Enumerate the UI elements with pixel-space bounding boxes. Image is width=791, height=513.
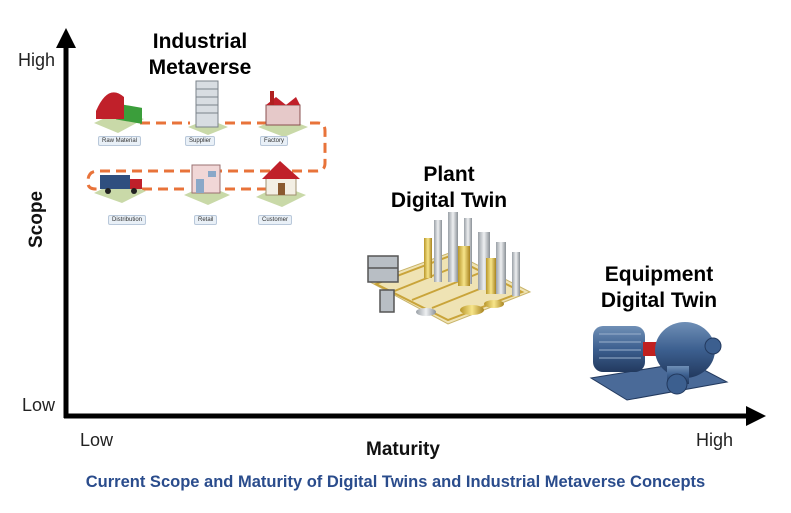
plant-left-structure <box>367 255 399 313</box>
plant-tanks <box>416 300 504 316</box>
y-axis-arrow <box>56 28 76 48</box>
pump-illustration <box>589 322 729 401</box>
x-axis-low-label: Low <box>80 430 114 450</box>
chain-node-distribution: Distribution <box>108 215 147 225</box>
supplier-icon <box>188 80 228 135</box>
plant-digital-twin-line2: Digital Twin <box>390 189 508 212</box>
pump-casing <box>655 322 722 395</box>
customer-icon <box>256 161 306 207</box>
chain-node-raw-material: Raw Material <box>98 136 142 146</box>
plant-digital-twin-title: Plant Digital Twin <box>374 162 524 214</box>
equipment-digital-twin-line2: Digital Twin <box>600 289 718 312</box>
factory-icon <box>258 91 308 137</box>
chain-node-supplier: Supplier <box>185 136 216 146</box>
pump-coupling <box>643 342 659 356</box>
industrial-metaverse-line2: Metaverse <box>148 56 252 79</box>
figure-caption: Current Scope and Maturity of Digital Tw… <box>85 473 706 491</box>
pump-motor <box>593 326 645 372</box>
plant-digital-twin-line1: Plant <box>423 163 475 186</box>
industrial-metaverse-line1: Industrial <box>152 30 248 53</box>
plant-illustration <box>367 212 532 325</box>
y-axis-title: Scope <box>26 190 47 248</box>
y-axis-low-label: Low <box>22 395 56 415</box>
supply-chain-diagram <box>86 80 327 207</box>
equipment-digital-twin-title: Equipment Digital Twin <box>584 262 734 314</box>
distribution-icon <box>94 175 146 203</box>
x-axis-arrow <box>746 406 766 426</box>
chain-connector <box>86 121 327 191</box>
chain-node-factory: Factory <box>260 136 289 146</box>
chain-node-customer: Customer <box>258 215 293 225</box>
industrial-metaverse-title: Industrial Metaverse <box>130 29 270 81</box>
chain-node-retail: Retail <box>194 215 218 225</box>
raw-material-icon <box>94 92 144 133</box>
x-axis-title: Maturity <box>366 439 440 460</box>
y-axis-high-label: High <box>18 50 56 70</box>
equipment-digital-twin-line1: Equipment <box>604 263 714 286</box>
x-axis-high-label: High <box>696 430 734 450</box>
plant-columns <box>424 212 520 296</box>
retail-icon <box>184 164 230 205</box>
